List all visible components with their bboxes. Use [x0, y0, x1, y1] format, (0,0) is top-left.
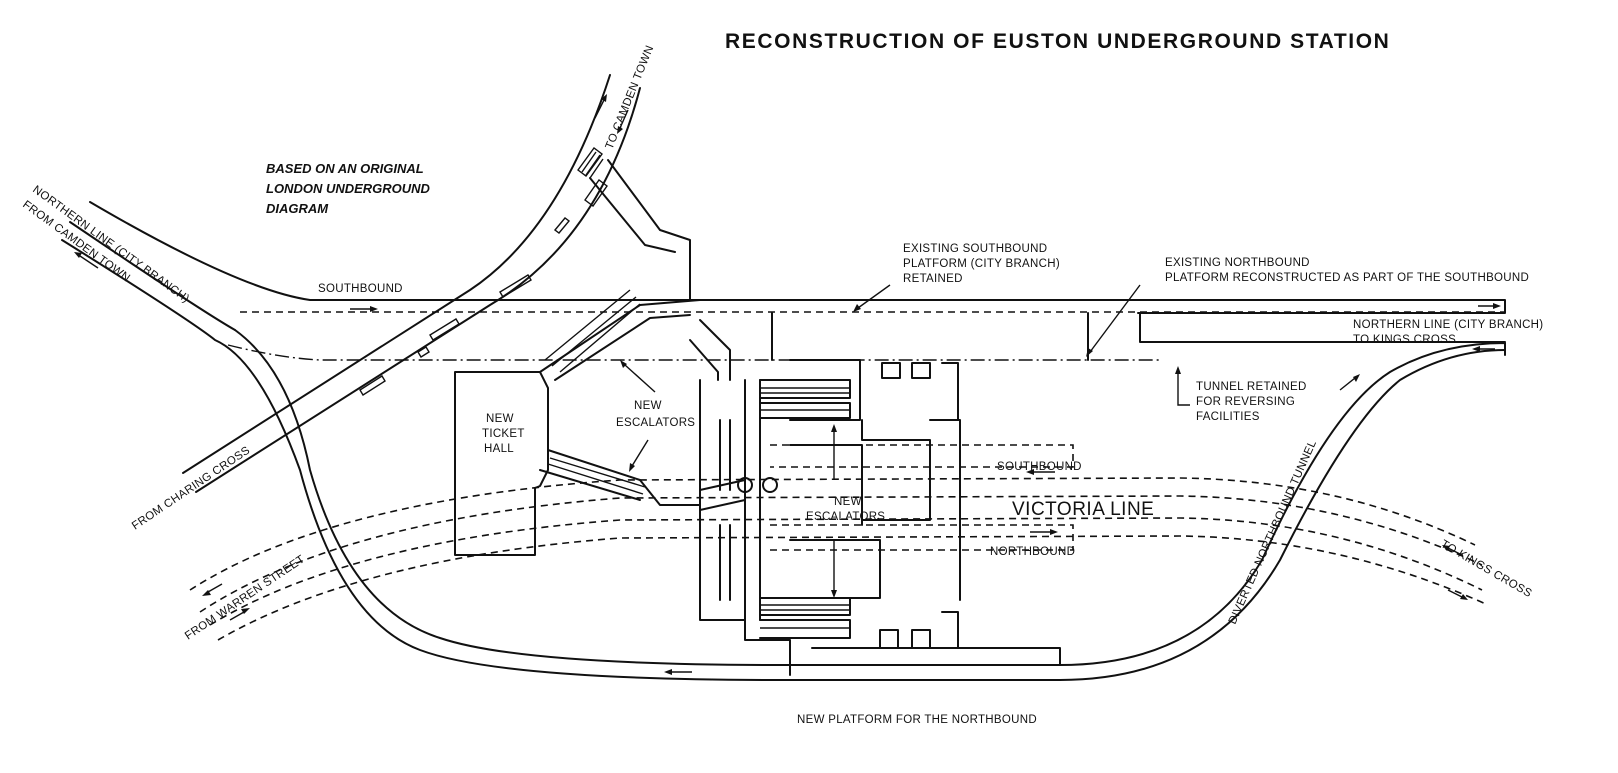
svg-text:EXISTING NORTHBOUND: EXISTING NORTHBOUND: [1165, 257, 1310, 269]
svg-text:DIAGRAM: DIAGRAM: [266, 201, 329, 216]
label-new-platform-northbound: NEW PLATFORM FOR THE NORTHBOUND: [797, 714, 1037, 726]
label-from-warren-street: FROM WARREN STREET: [183, 553, 307, 642]
svg-text:HALL: HALL: [484, 443, 514, 455]
label-diverted-tunnel: DIVERTED NORTHBOUND TUNNEL: [1227, 438, 1319, 626]
svg-text:TO KINGS CROSS: TO KINGS CROSS: [1353, 334, 1456, 346]
label-northern-to-kings-cross: NORTHERN LINE (CITY BRANCH) TO KINGS CRO…: [1353, 319, 1543, 346]
label-from-charing-cross: FROM CHARING CROSS: [130, 444, 252, 532]
svg-text:BASED ON AN ORIGINAL: BASED ON AN ORIGINAL: [266, 161, 424, 176]
diagram-title: RECONSTRUCTION OF EUSTON UNDERGROUND STA…: [725, 30, 1390, 53]
source-note: BASED ON AN ORIGINAL LONDON UNDERGROUND …: [266, 161, 431, 216]
label-new-escalators-left: NEW ESCALATORS: [616, 400, 695, 429]
label-victoria-line: VICTORIA LINE: [1012, 499, 1154, 520]
svg-text:NEW: NEW: [634, 400, 662, 412]
svg-text:NORTHERN LINE (CITY BRANCH): NORTHERN LINE (CITY BRANCH): [1353, 319, 1543, 331]
label-victoria-northbound: NORTHBOUND: [990, 546, 1075, 558]
label-to-camden-town: TO CAMDEN TOWN: [604, 44, 657, 151]
svg-text:EXISTING SOUTHBOUND: EXISTING SOUTHBOUND: [903, 243, 1047, 255]
svg-text:PLATFORM (CITY BRANCH): PLATFORM (CITY BRANCH): [903, 258, 1060, 270]
svg-text:ESCALATORS: ESCALATORS: [806, 511, 885, 523]
svg-text:TICKET: TICKET: [482, 428, 525, 440]
svg-text:NEW: NEW: [486, 413, 514, 425]
svg-text:RETAINED: RETAINED: [903, 273, 963, 285]
label-existing-northbound: EXISTING NORTHBOUND PLATFORM RECONSTRUCT…: [1165, 257, 1529, 284]
svg-text:LONDON UNDERGROUND: LONDON UNDERGROUND: [266, 181, 431, 196]
label-victoria-southbound: SOUTHBOUND: [997, 461, 1082, 473]
svg-text:PLATFORM RECONSTRUCTED AS PART: PLATFORM RECONSTRUCTED AS PART OF THE SO…: [1165, 272, 1529, 284]
retained-tunnel-line: [227, 344, 1160, 361]
svg-text:ESCALATORS: ESCALATORS: [616, 417, 695, 429]
label-new-ticket-hall: NEW TICKET HALL: [482, 413, 525, 455]
label-to-kings-cross: TO KINGS CROSS: [1439, 538, 1534, 600]
direction-arrows: [74, 94, 1501, 675]
svg-text:TUNNEL RETAINED: TUNNEL RETAINED: [1196, 381, 1307, 393]
label-existing-southbound: EXISTING SOUTHBOUND PLATFORM (CITY BRANC…: [903, 243, 1060, 285]
label-tunnel-retained: TUNNEL RETAINED FOR REVERSING FACILITIES: [1196, 381, 1307, 423]
northern-line-from-camden: [61, 201, 1506, 681]
svg-text:FACILITIES: FACILITIES: [1196, 411, 1260, 423]
station-structures: [454, 159, 1089, 676]
label-southbound-top: SOUTHBOUND: [318, 283, 403, 295]
label-new-escalators-centre: NEW ESCALATORS: [806, 496, 885, 523]
svg-text:FOR REVERSING: FOR REVERSING: [1196, 396, 1295, 408]
svg-text:NEW: NEW: [834, 496, 862, 508]
victoria-line-tunnels: [189, 444, 1489, 641]
